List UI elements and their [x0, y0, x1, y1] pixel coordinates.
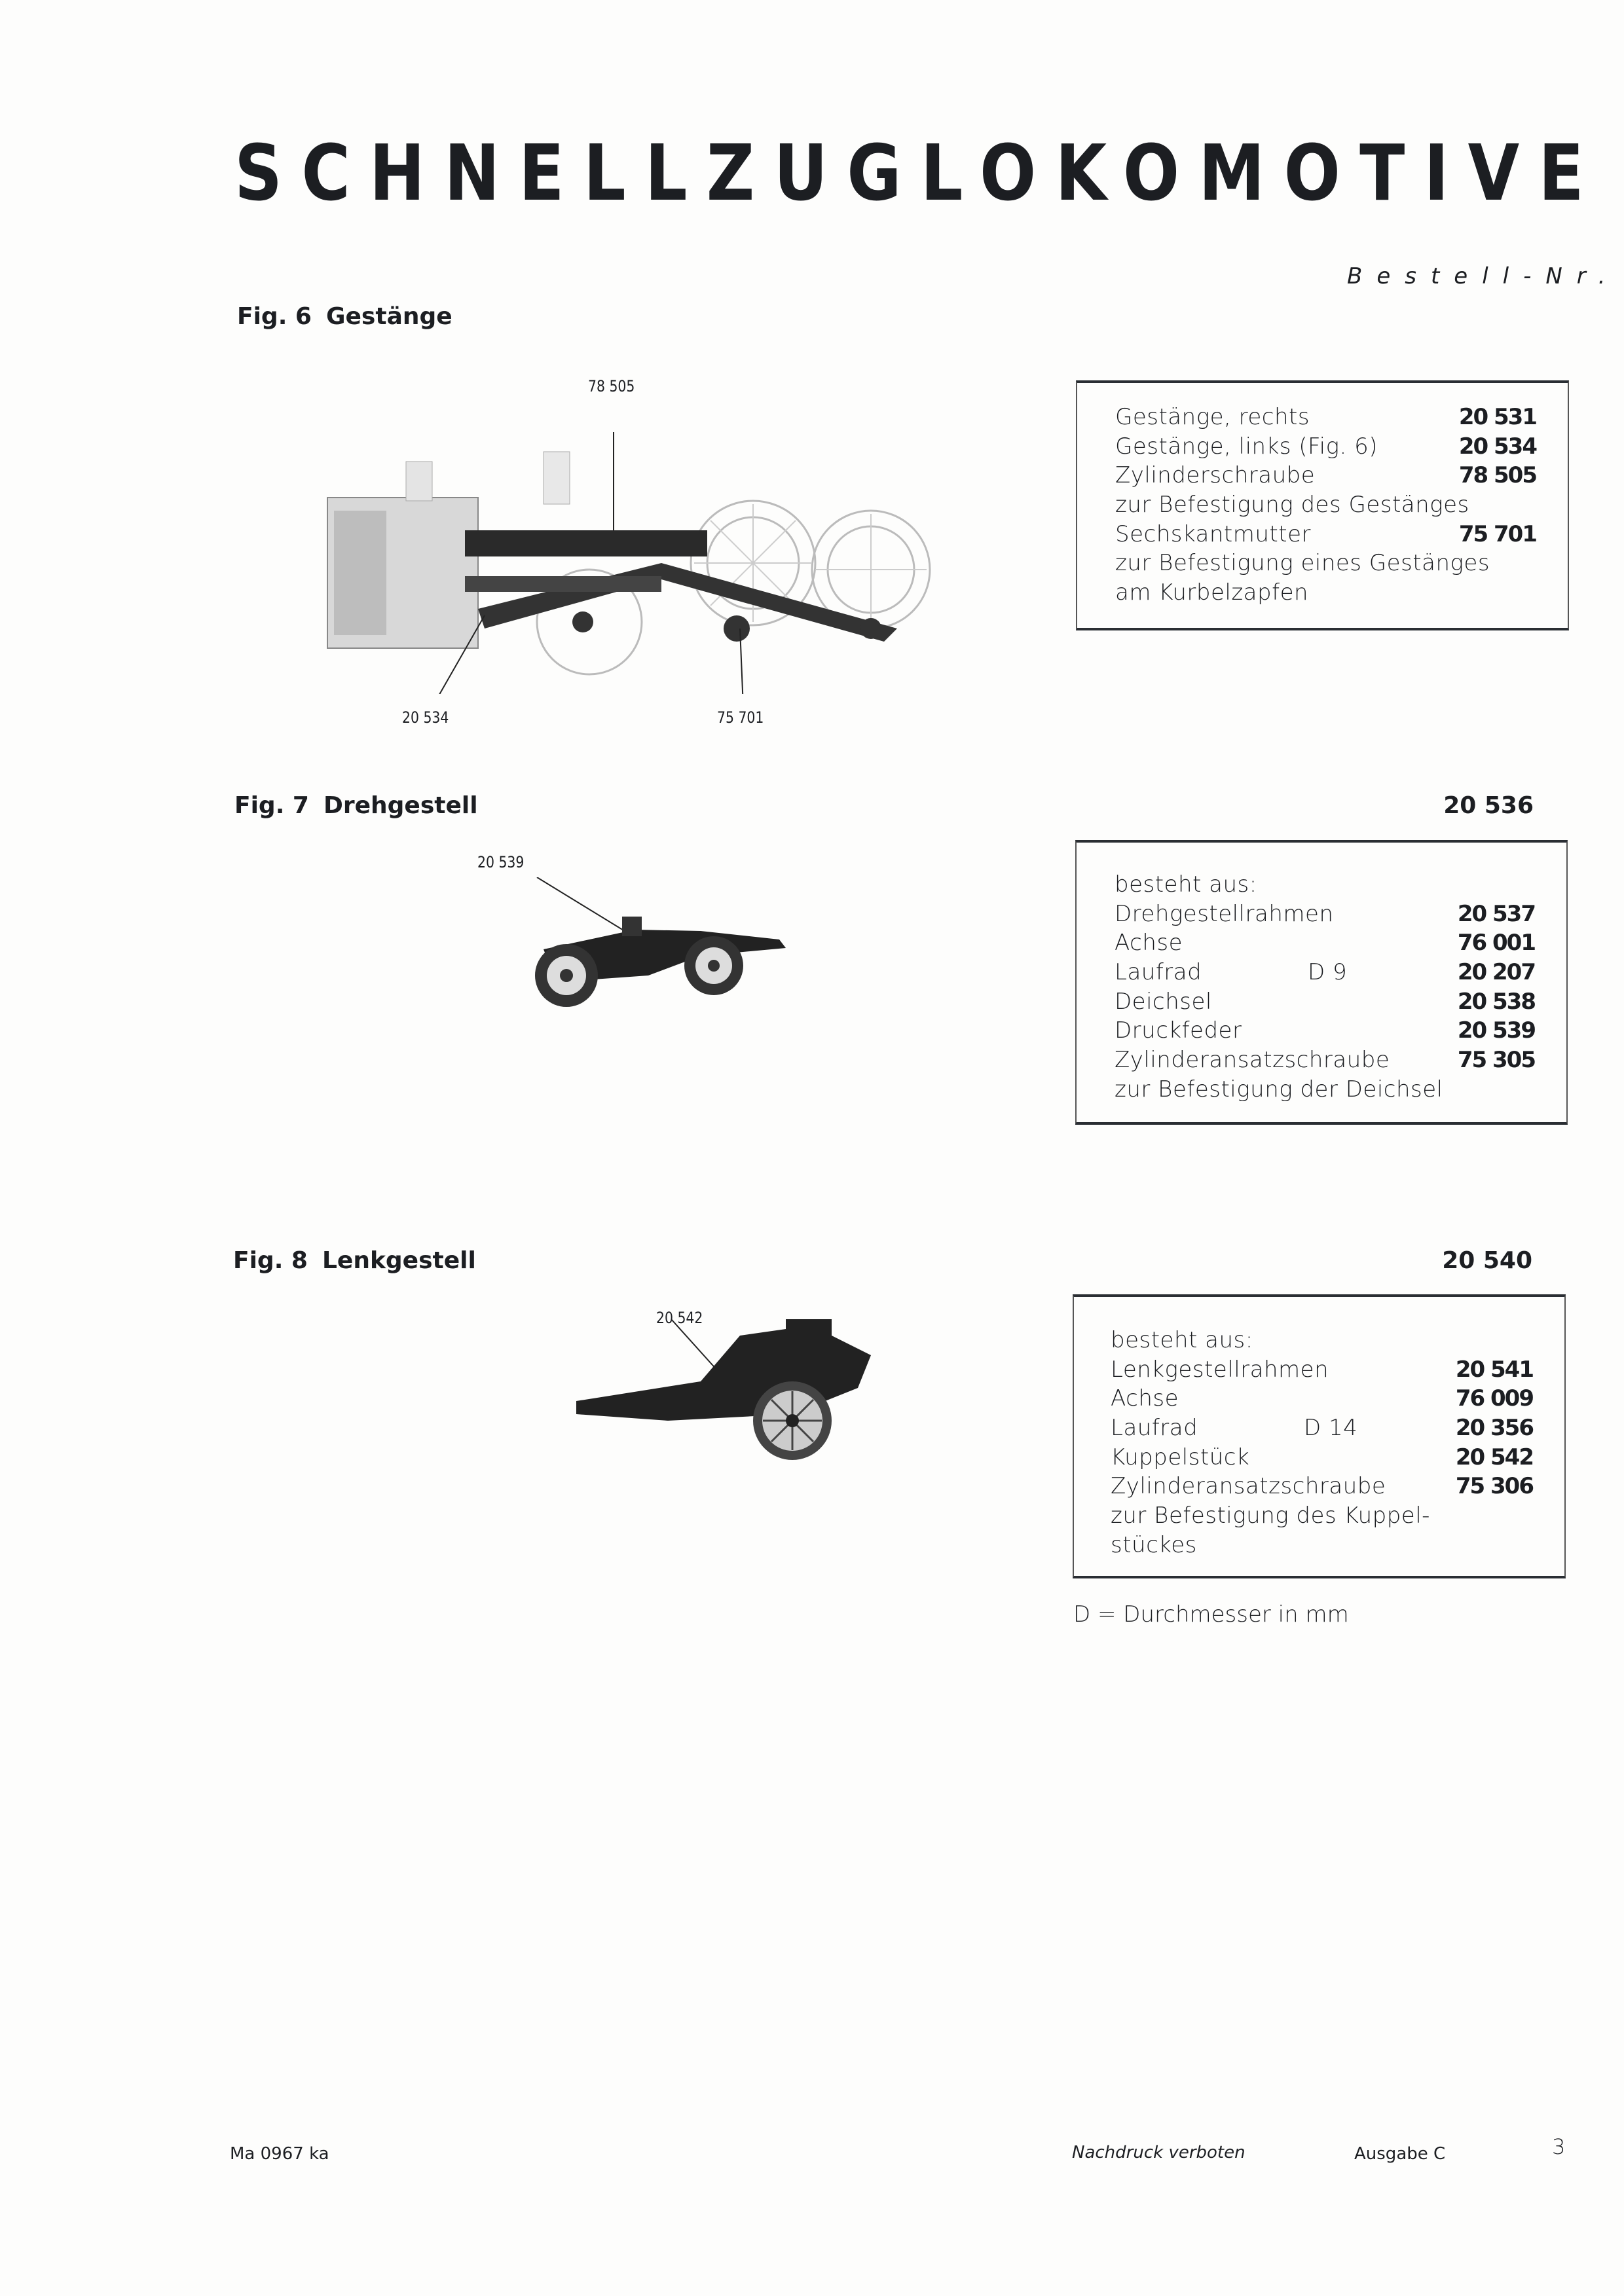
callout-78505: 78 505: [588, 377, 635, 395]
footer-notice: Nachdruck verboten: [1072, 2143, 1246, 2162]
part-row: zur Befestigung des Gestänges: [1115, 492, 1469, 519]
figure-name: Drehgestell: [323, 792, 478, 819]
part-row: besteht aus:: [1115, 871, 1257, 898]
part-row: zur Befestigung des Kuppel-: [1111, 1503, 1430, 1529]
page-number: 3: [1552, 2134, 1566, 2159]
part-row: zur Befestigung der Deichsel: [1115, 1076, 1443, 1102]
figure-7-order-number: 20 536: [1443, 792, 1534, 819]
figure-name: Lenkgestell: [322, 1247, 476, 1274]
figure-6-linkage-illustration: [327, 432, 931, 694]
footnote-diameter: D = Durchmesser in mm: [1073, 1601, 1349, 1628]
figure-number: Fig. 8: [233, 1247, 308, 1274]
callout-20539: 20 539: [477, 853, 525, 871]
figure-name: Gestänge: [325, 303, 452, 330]
order-number-header: Bestell-Nr.: [1347, 263, 1620, 289]
figure-7-heading: Fig. 7 Drehgestell: [234, 792, 478, 819]
figure-6-heading: Fig. 6 Gestänge: [237, 303, 452, 330]
page-title: SCHNELLZUGLOKOMOTIVE 3048: [234, 128, 1624, 218]
figure-7-bogie-illustration: [535, 877, 786, 1007]
figure-number: Fig. 6: [237, 303, 312, 330]
footer-code: Ma 0967 ka: [230, 2144, 329, 2164]
callout-20542: 20 542: [656, 1309, 703, 1327]
part-row: am Kurbelzapfen: [1115, 579, 1309, 606]
part-row: besteht aus:: [1111, 1327, 1253, 1353]
callout-20534: 20 534: [402, 708, 449, 727]
figure-number: Fig. 7: [234, 792, 309, 819]
figure-8-order-number: 20 540: [1442, 1247, 1532, 1274]
part-row: stückes: [1111, 1531, 1197, 1558]
figure-8-pony-truck-illustration: [576, 1319, 871, 1460]
part-row: Gestänge, links (Fig. 6)20 534: [1115, 433, 1538, 460]
part-row: zur Befestigung eines Gestänges: [1115, 550, 1490, 577]
figure-8-heading: Fig. 8 Lenkgestell: [233, 1247, 476, 1274]
callout-75701: 75 701: [717, 708, 764, 727]
footer-edition: Ausgabe C: [1354, 2144, 1446, 2164]
